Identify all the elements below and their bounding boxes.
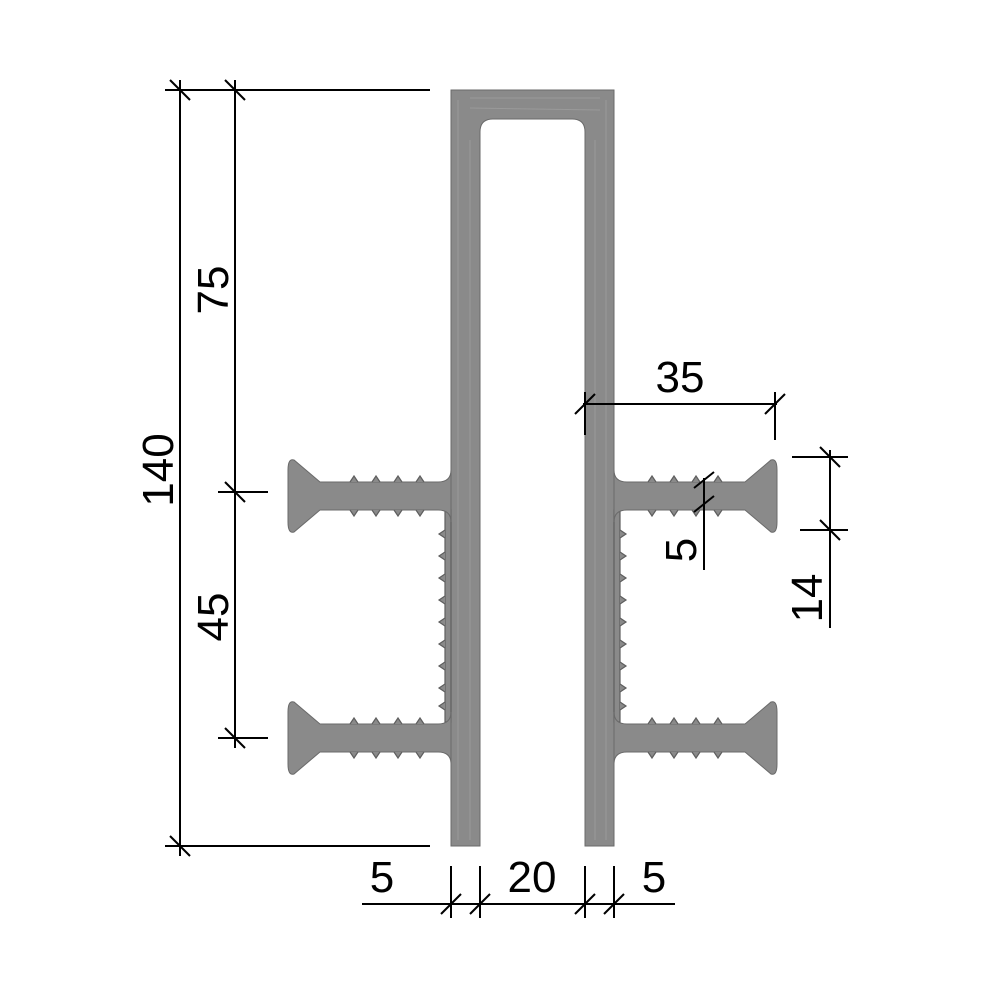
upper-right-flange	[613, 459, 778, 533]
dimension-lower-section: 45	[189, 492, 268, 749]
dim-label-cavity-width: 20	[508, 853, 557, 902]
dim-label-flange-length: 35	[656, 353, 705, 402]
dimension-total-height: 140	[134, 79, 430, 857]
dim-label-lower-section: 45	[189, 593, 238, 642]
dim-label-left-wall: 5	[370, 853, 394, 902]
dim-label-total-height: 140	[134, 433, 183, 506]
dim-label-right-wall: 5	[642, 853, 666, 902]
upper-left-flange-teeth	[349, 474, 425, 518]
dimension-flange-spacing: 14	[783, 446, 848, 628]
left-web-ribs	[437, 509, 452, 723]
dimension-rib-thickness: 5	[657, 471, 715, 570]
lower-left-flange-teeth	[349, 716, 425, 760]
upper-left-flange	[287, 459, 452, 533]
right-web-ribs	[613, 509, 628, 723]
upper-right-flange-teeth	[647, 474, 723, 518]
lower-right-flange	[613, 701, 778, 775]
u-channel-body	[450, 89, 615, 847]
dim-label-upper-section: 75	[189, 266, 238, 315]
lower-right-flange-teeth	[647, 716, 723, 760]
dimension-upper-section: 75	[189, 79, 268, 503]
profile-cross-section	[287, 89, 778, 847]
dim-label-flange-spacing: 14	[783, 574, 832, 623]
lower-left-flange	[287, 701, 452, 775]
dimension-flange-length: 35	[574, 353, 786, 440]
dim-label-rib-thickness: 5	[657, 538, 706, 562]
wall-texture	[457, 97, 607, 840]
dimension-bottom-widths: 5 20 5	[362, 853, 675, 918]
